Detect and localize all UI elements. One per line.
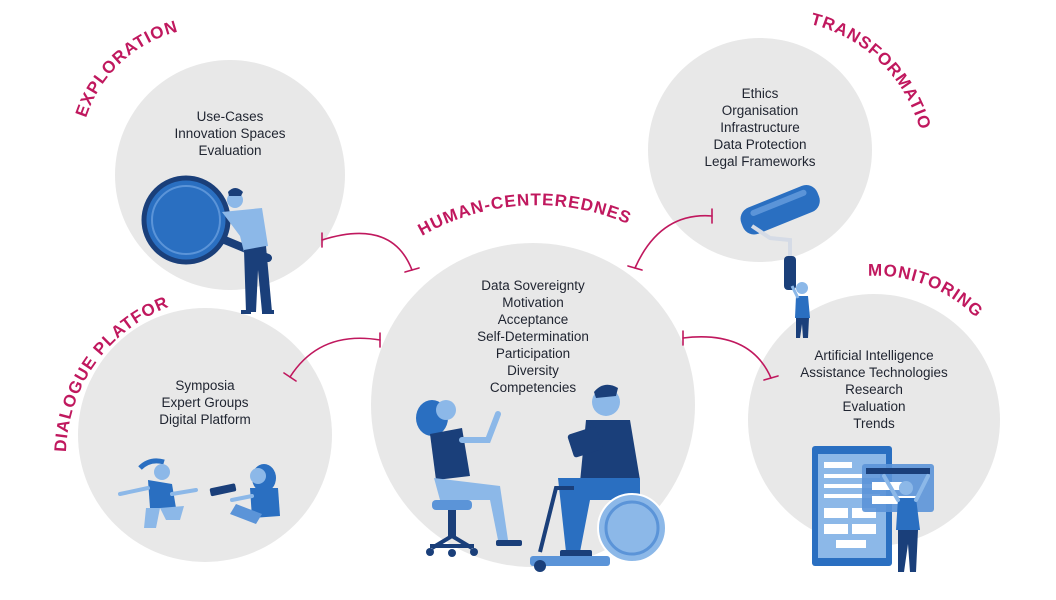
dialogue-platform-circle — [78, 308, 332, 562]
dialogue-platform-item: Digital Platform — [159, 412, 251, 427]
human-centeredness-item: Competencies — [489, 380, 577, 395]
transformation-item: Infrastructure — [720, 120, 800, 135]
human-centeredness-item: Data Sovereignty — [481, 278, 585, 293]
transformation-items: Ethics Organisation Infrastructure Data … — [680, 85, 840, 170]
two-people-conversation-icon — [416, 384, 667, 572]
human-centeredness-item: Participation — [495, 346, 571, 361]
human-centeredness-item: Acceptance — [497, 312, 569, 327]
human-centeredness-item: Diversity — [507, 363, 559, 378]
connector-exploration-human — [321, 232, 420, 273]
exploration-item: Evaluation — [198, 143, 262, 158]
monitoring-item: Trends — [853, 416, 895, 431]
transformation-item: Data Protection — [713, 137, 807, 152]
monitoring-circle — [748, 294, 1000, 546]
exploration-items: Use-Cases Innovation Spaces Evaluation — [150, 108, 310, 159]
transformation-item: Ethics — [741, 86, 779, 101]
people-exchange-icon — [118, 458, 280, 528]
connector-dialogue-human — [283, 332, 381, 382]
human-centeredness-items: Data Sovereignty Motivation Acceptance S… — [443, 277, 623, 396]
human-centeredness-item: Self-Determination — [477, 329, 589, 344]
exploration-circle — [115, 60, 345, 290]
exploration-item: Innovation Spaces — [174, 126, 286, 141]
monitoring-item: Evaluation — [842, 399, 906, 414]
human-centeredness-item: Motivation — [502, 295, 564, 310]
connector-human-monitoring — [682, 330, 779, 381]
magnifier-person-icon — [141, 175, 274, 314]
monitoring-item: Assistance Technologies — [800, 365, 948, 380]
dialogue-platform-items: Symposia Expert Groups Digital Platform — [130, 377, 280, 428]
paint-roller-person-icon — [740, 185, 820, 338]
transformation-item: Organisation — [721, 103, 799, 118]
dialogue-platform-item: Symposia — [175, 378, 235, 393]
monitoring-item: Artificial Intelligence — [814, 348, 934, 363]
connector-human-transformation — [627, 208, 713, 271]
dialogue-platform-item: Expert Groups — [161, 395, 249, 410]
transformation-item: Legal Frameworks — [704, 154, 816, 169]
exploration-item: Use-Cases — [196, 109, 264, 124]
monitoring-items: Artificial Intelligence Assistance Techn… — [784, 347, 964, 432]
dashboard-person-icon — [812, 446, 934, 572]
monitoring-item: Research — [845, 382, 903, 397]
